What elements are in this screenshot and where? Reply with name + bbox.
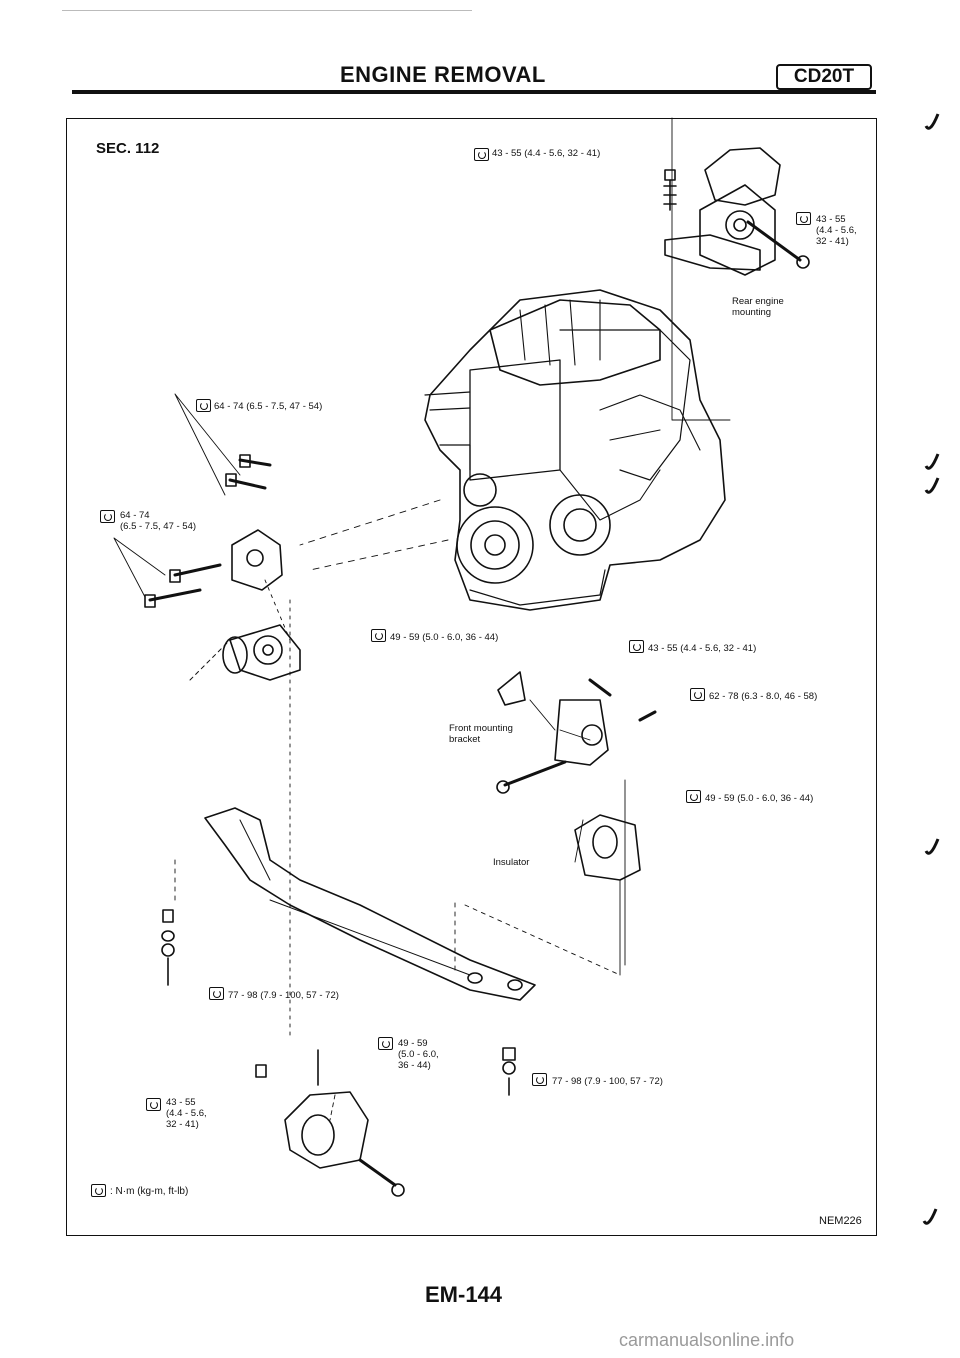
torque-spec-rear-mount-bolt: 43 - 55 (4.4 - 5.6, 32 - 41) [816,214,857,247]
torque-wrench-icon [629,640,644,653]
insulator-label: Insulator [493,857,530,868]
checkmark-icon [924,838,940,855]
torque-wrench-icon [100,510,115,523]
torque-wrench-icon [686,790,701,803]
torque-spec-center: 49 - 59 (5.0 - 6.0, 36 - 44) [390,632,499,643]
torque-wrench-icon [474,148,489,161]
lower-bolts-drawing [161,909,516,1096]
rear-engine-mounting-label: Rear engine mounting [732,296,784,318]
header-rule [72,90,876,94]
torque-wrench-icon [209,987,224,1000]
left-side-mount-drawing [144,454,301,681]
torque-spec-left-bolts: 64 - 74 (6.5 - 7.5, 47 - 54) [120,510,197,532]
torque-wrench-icon [796,212,811,225]
watermark: carmanualsonline.info [619,1330,795,1350]
torque-spec-front-right: 62 - 78 (6.3 - 8.0, 46 - 58) [709,691,818,702]
leader-lines [113,117,731,1121]
checkmark-icon [922,1208,938,1225]
torque-spec-top: 43 - 55 (4.4 - 5.6, 32 - 41) [492,148,601,159]
checkmark-icon [924,453,940,470]
torque-wrench-icon [371,629,386,642]
lower-insulator-drawing [255,1049,405,1197]
engine-assembly-drawing [424,289,726,611]
figure-frame [66,118,877,1236]
front-mounting-bracket-drawing [496,671,657,881]
torque-wrench-icon [91,1184,106,1197]
page-number: EM-144 [425,1282,503,1307]
torque-wrench-icon [378,1037,393,1050]
checkmark-icon [924,477,940,494]
torque-spec-insulator-bolt: 49 - 59 (5.0 - 6.0, 36 - 44) [705,793,814,804]
torque-spec-member-right: 77 - 98 (7.9 - 100, 57 - 72) [552,1076,663,1087]
figure-code: NEM226 [819,1215,862,1227]
torque-spec-member-left: 77 - 98 (7.9 - 100, 57 - 72) [228,990,339,1001]
page-title: ENGINE REMOVAL [340,62,546,87]
torque-spec-lower-center: 49 - 59 (5.0 - 6.0, 36 - 44) [398,1038,439,1071]
torque-spec-front-upper: 43 - 55 (4.4 - 5.6, 32 - 41) [648,643,757,654]
top-edge-line [62,10,472,11]
section-number: SEC. 112 [96,140,160,157]
torque-spec-lower-left: 43 - 55 (4.4 - 5.6, 32 - 41) [166,1097,207,1130]
engine-code-badge: CD20T [776,64,872,90]
torque-unit-legend: : N·m (kg-m, ft-lb) [110,1186,189,1197]
torque-wrench-icon [690,688,705,701]
torque-wrench-icon [196,399,211,412]
torque-wrench-icon [532,1073,547,1086]
center-member-crossmember [204,807,536,1001]
front-mounting-bracket-label: Front mounting bracket [449,723,513,745]
torque-spec-upper-left: 64 - 74 (6.5 - 7.5, 47 - 54) [214,401,323,412]
torque-wrench-icon [146,1098,161,1111]
checkmark-icon [924,113,940,130]
rear-mounting-drawing [663,147,810,276]
